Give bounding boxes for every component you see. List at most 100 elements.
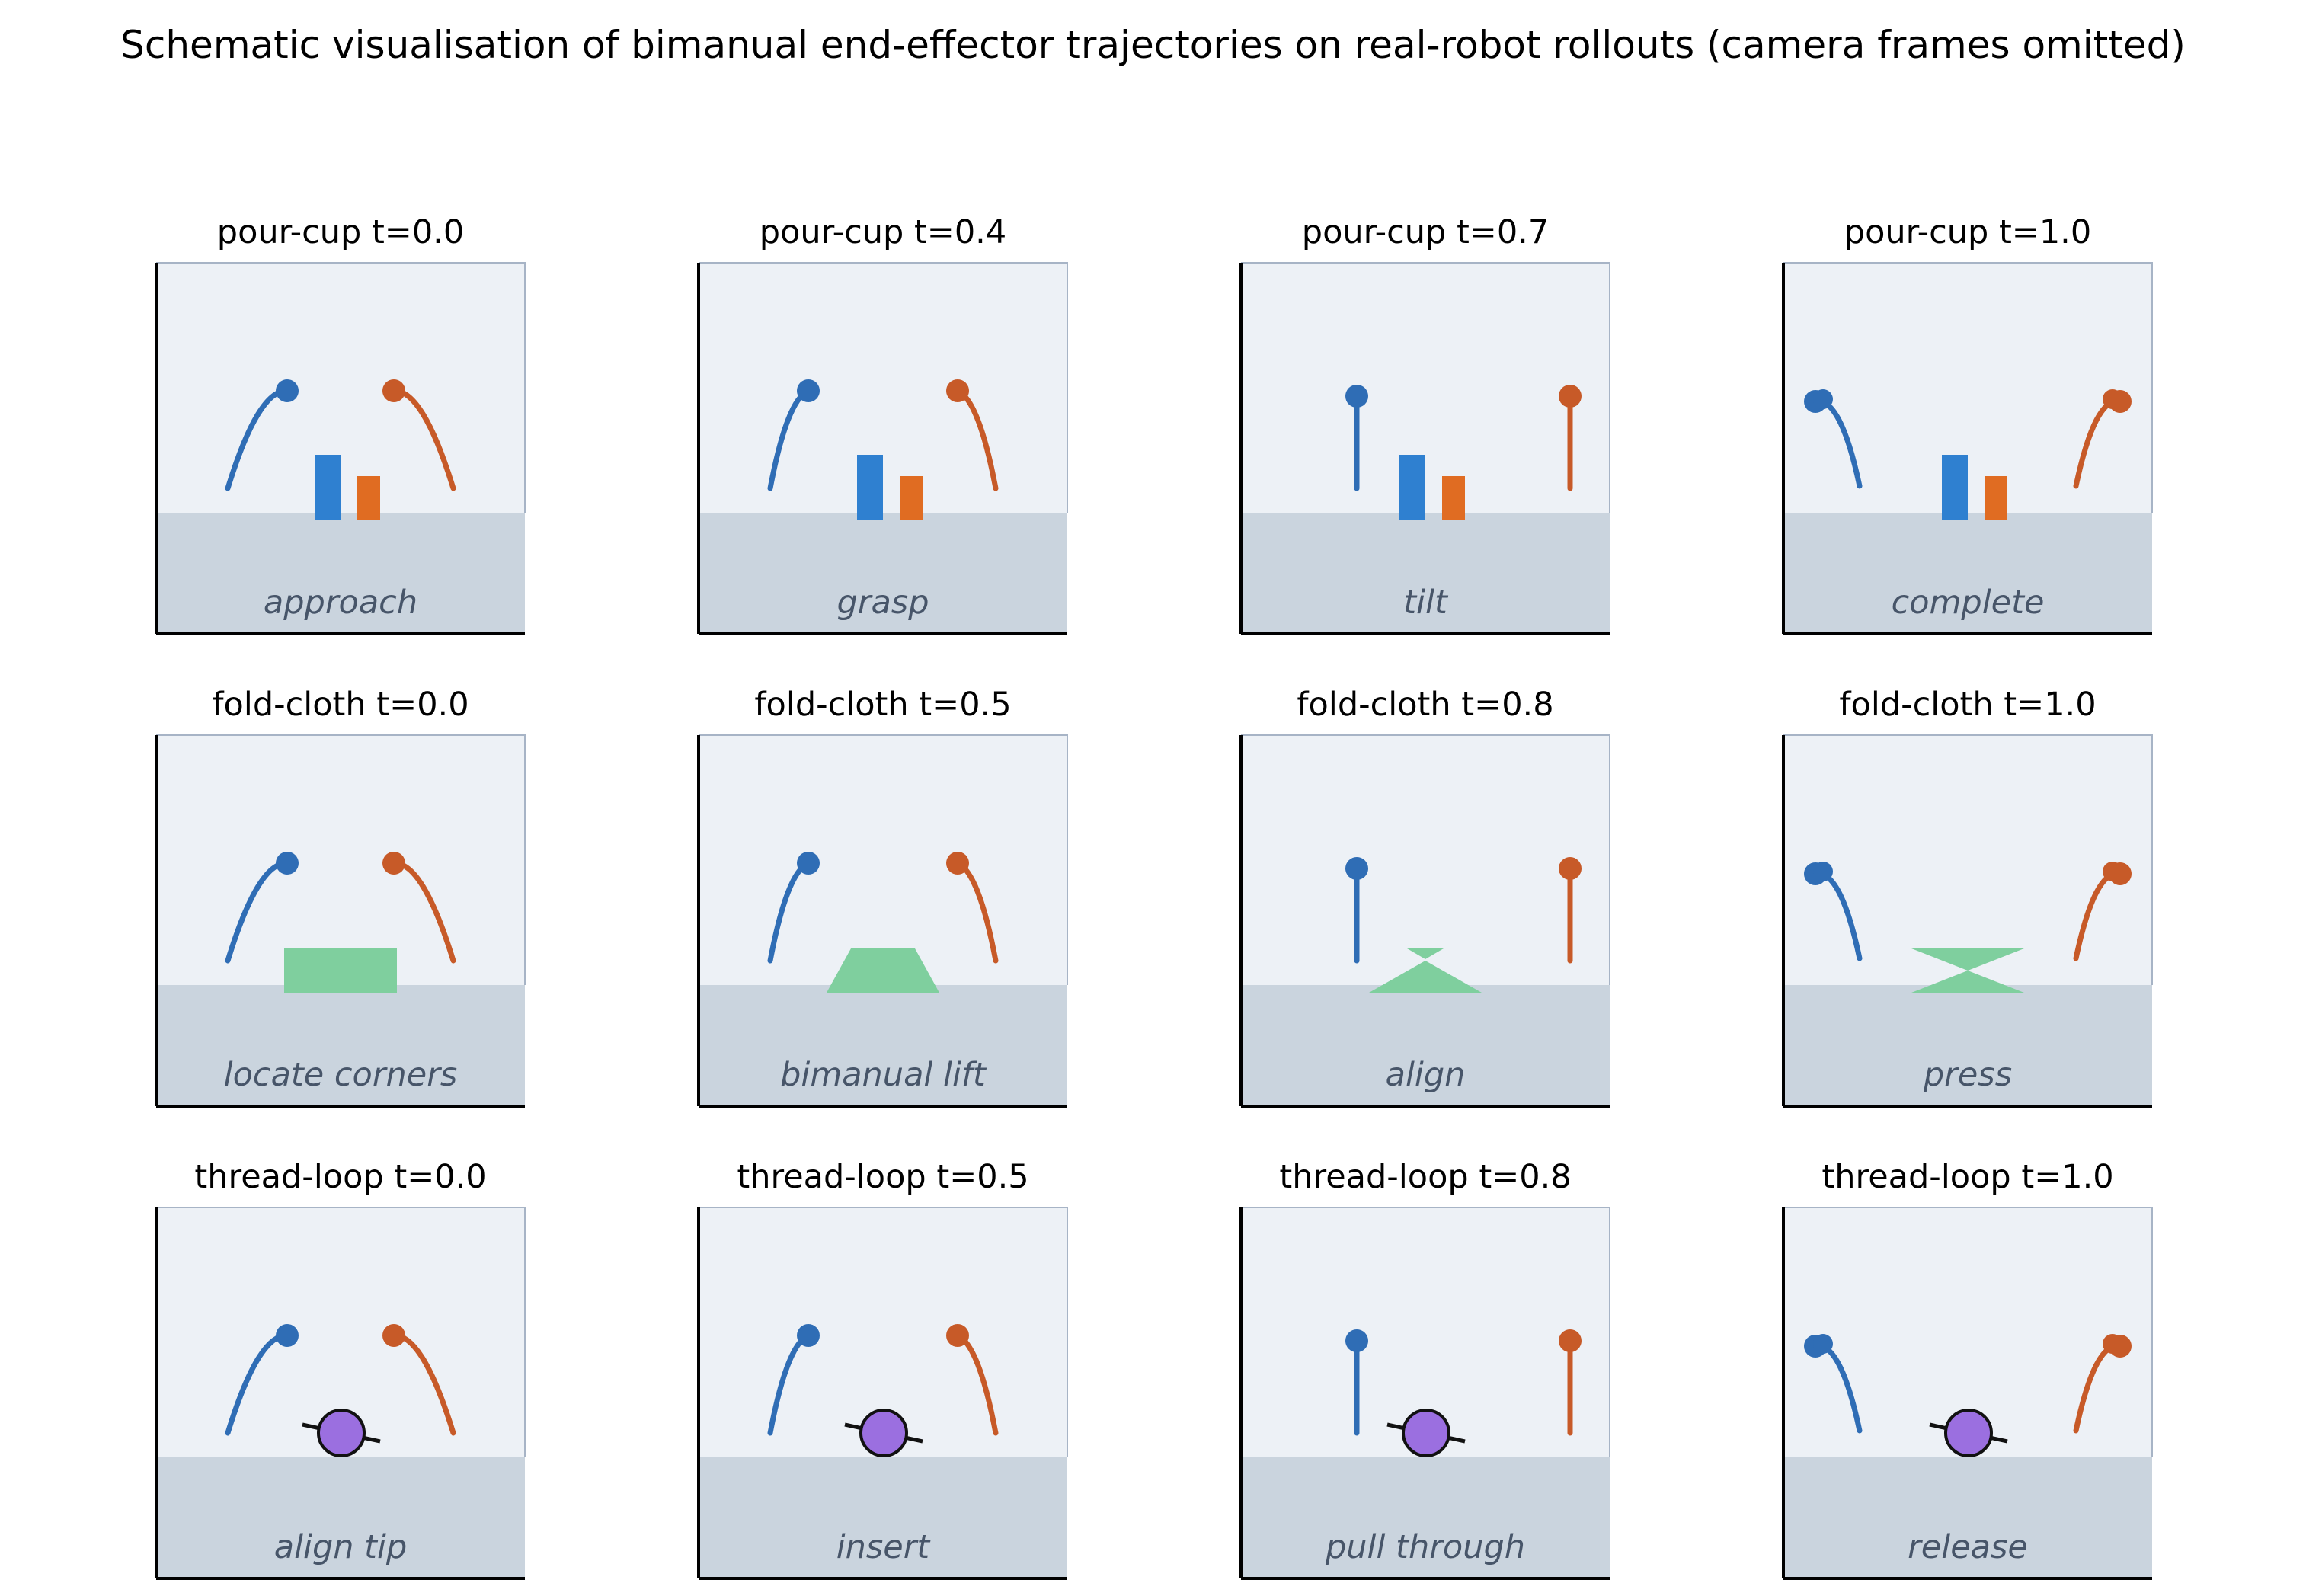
right-end-effector <box>382 379 405 402</box>
short-cup <box>1985 476 2007 520</box>
cloth <box>284 948 397 993</box>
left-end-effector <box>797 1324 820 1347</box>
phase-label: release <box>1908 1528 2028 1566</box>
panel-scene: pull through <box>1239 1207 1610 1580</box>
left-end-effector-trace <box>1813 862 1833 881</box>
right-end-effector <box>1559 385 1582 408</box>
scene-frame <box>1783 734 2153 985</box>
cloth-upper-fold <box>1407 948 1444 959</box>
panel-scene: grasp <box>697 262 1068 635</box>
scene-frame <box>1241 262 1610 513</box>
panel-title: thread-loop t=0.5 <box>737 1158 1029 1196</box>
scene-frame <box>1783 1207 2153 1457</box>
right-end-effector <box>1559 1329 1582 1352</box>
scene-frame <box>1241 734 1610 985</box>
right-end-effector-trace <box>2103 1334 2122 1354</box>
scene-frame <box>699 262 1068 513</box>
table-surface <box>1241 1457 1610 1578</box>
right-end-effector-trace <box>2103 389 2122 409</box>
panel-title: fold-cloth t=0.0 <box>212 686 469 724</box>
panel-pour-cup-3: pour-cup t=1.0 complete <box>1782 213 2153 635</box>
panel-title: thread-loop t=0.8 <box>1279 1158 1572 1196</box>
left-end-effector <box>1345 385 1368 408</box>
tall-cup <box>315 455 341 520</box>
left-end-effector <box>1345 857 1368 880</box>
phase-label: pull through <box>1325 1528 1525 1566</box>
panel-scene: press <box>1782 734 2153 1108</box>
left-end-effector <box>276 1324 299 1347</box>
panel-title: pour-cup t=0.4 <box>759 213 1007 251</box>
tall-cup <box>1399 455 1425 520</box>
panel-scene: locate corners <box>155 734 526 1108</box>
loop-ring <box>317 1409 366 1457</box>
panel-title: fold-cloth t=0.5 <box>754 686 1012 724</box>
phase-label: grasp <box>836 584 929 622</box>
panel-fold-cloth-0: fold-cloth t=0.0 locate corners <box>155 686 526 1108</box>
left-end-effector <box>276 379 299 402</box>
cloth-upper-fold <box>1911 948 2024 971</box>
phase-label: approach <box>264 584 417 622</box>
scene-frame <box>699 1207 1068 1457</box>
phase-label: complete <box>1892 584 2045 622</box>
panel-thread-loop-2: thread-loop t=0.8 pull through <box>1239 1158 1610 1580</box>
right-end-effector <box>946 379 969 402</box>
tall-cup <box>857 455 883 520</box>
short-cup <box>357 476 380 520</box>
figure-title: Schematic visualisation of bimanual end-… <box>120 23 2186 67</box>
left-end-effector <box>797 379 820 402</box>
loop-ring <box>859 1409 908 1457</box>
panel-thread-loop-1: thread-loop t=0.5 insert <box>697 1158 1068 1580</box>
panel-fold-cloth-1: fold-cloth t=0.5 bimanual lift <box>697 686 1068 1108</box>
panel-scene: approach <box>155 262 526 635</box>
panel-title: fold-cloth t=1.0 <box>1839 686 2097 724</box>
scene-frame <box>156 1207 526 1457</box>
tall-cup <box>1942 455 1968 520</box>
short-cup <box>900 476 923 520</box>
panel-scene: align <box>1239 734 1610 1108</box>
loop-ring <box>1402 1409 1450 1457</box>
panel-scene: complete <box>1782 262 2153 635</box>
table-surface <box>1783 513 2152 634</box>
phase-label: bimanual lift <box>780 1056 987 1094</box>
right-end-effector <box>946 852 969 875</box>
left-end-effector <box>797 852 820 875</box>
phase-label: press <box>1923 1056 2012 1094</box>
scene-background <box>1241 735 1610 985</box>
table-surface <box>699 513 1067 634</box>
panel-title: pour-cup t=1.0 <box>1844 213 2092 251</box>
panel-fold-cloth-3: fold-cloth t=1.0 press <box>1782 686 2153 1108</box>
left-end-effector-trace <box>1813 389 1833 409</box>
right-end-effector <box>946 1324 969 1347</box>
right-end-effector <box>382 852 405 875</box>
right-end-effector-trace <box>2103 862 2122 881</box>
cloth <box>827 948 939 993</box>
phase-label: align <box>1386 1056 1466 1094</box>
right-end-effector <box>1559 857 1582 880</box>
panel-scene: bimanual lift <box>697 734 1068 1108</box>
panel-scene: align tip <box>155 1207 526 1580</box>
table-surface <box>156 513 525 634</box>
table-surface <box>699 1457 1067 1578</box>
scene-frame <box>156 262 526 513</box>
panel-scene: release <box>1782 1207 2153 1580</box>
scene-frame <box>1241 1207 1610 1457</box>
scene-frame <box>1783 262 2153 513</box>
table-surface <box>1783 1457 2152 1578</box>
panel-scene: insert <box>697 1207 1068 1580</box>
scene-background <box>699 735 1067 985</box>
panel-title: pour-cup t=0.7 <box>1301 213 1550 251</box>
scene-frame <box>699 734 1068 985</box>
panel-pour-cup-1: pour-cup t=0.4 grasp <box>697 213 1068 635</box>
short-cup <box>1442 476 1465 520</box>
phase-label: align tip <box>274 1528 408 1566</box>
table-surface <box>1241 513 1610 634</box>
cloth-lower-fold <box>1369 961 1482 993</box>
loop-ring <box>1944 1409 1993 1457</box>
left-end-effector-trace <box>1813 1334 1833 1354</box>
table-surface <box>1783 985 2152 1106</box>
